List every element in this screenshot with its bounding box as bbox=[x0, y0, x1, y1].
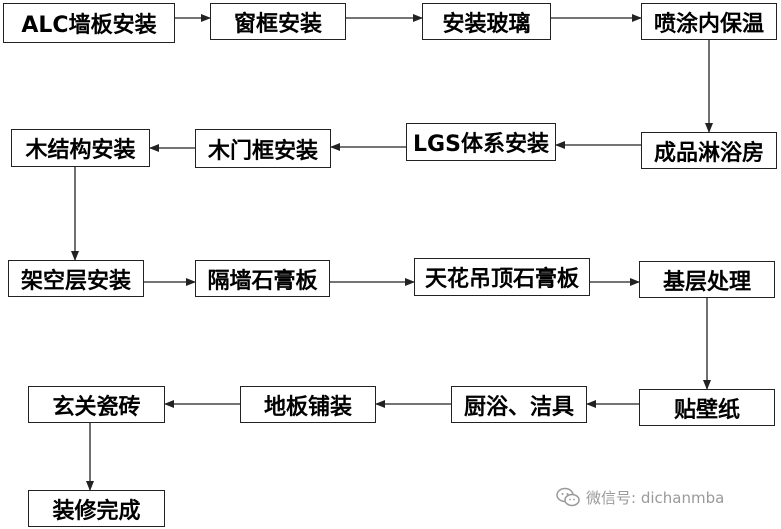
step-label: 地板铺装 bbox=[263, 394, 352, 420]
step-wood-structure-install: 木结构安装 bbox=[11, 129, 150, 167]
step-raised-floor-install: 架空层安装 bbox=[8, 260, 144, 297]
step-kitchen-bath-fixtures: 厨浴、洁具 bbox=[451, 386, 587, 423]
step-label: 架空层安装 bbox=[20, 268, 131, 294]
step-label: 安装玻璃 bbox=[442, 11, 531, 37]
step-entrance-tiles: 玄关瓷砖 bbox=[28, 386, 165, 423]
step-glass-install: 安装玻璃 bbox=[422, 3, 551, 40]
step-partition-gypsum: 隔墙石膏板 bbox=[195, 260, 330, 297]
step-window-frame-install: 窗框安装 bbox=[210, 3, 346, 40]
step-decoration-complete: 装修完成 bbox=[28, 490, 165, 527]
wechat-icon bbox=[556, 487, 580, 507]
step-label: 基层处理 bbox=[662, 269, 751, 295]
step-label: 成品淋浴房 bbox=[653, 140, 764, 166]
step-label: 装修完成 bbox=[52, 498, 141, 524]
step-spray-insulation: 喷涂内保温 bbox=[641, 3, 777, 40]
step-label: 隔墙石膏板 bbox=[207, 268, 318, 294]
step-label: 喷涂内保温 bbox=[653, 11, 764, 37]
step-label: 木门框安装 bbox=[207, 138, 318, 164]
step-label: 贴壁纸 bbox=[673, 397, 740, 423]
step-label: 厨浴、洁具 bbox=[463, 394, 574, 420]
step-base-treatment: 基层处理 bbox=[639, 261, 775, 298]
step-label: 窗框安装 bbox=[233, 11, 322, 37]
step-label: 天花吊顶石膏板 bbox=[424, 267, 579, 292]
step-label: ALC墙板安装 bbox=[21, 13, 157, 38]
step-floor-paving: 地板铺装 bbox=[240, 386, 376, 423]
step-label: 木结构安装 bbox=[25, 138, 136, 163]
watermark: 微信号: dichanmba bbox=[556, 484, 724, 510]
step-lgs-system-install: LGS体系安装 bbox=[406, 123, 556, 161]
step-alc-wall-install: ALC墙板安装 bbox=[3, 3, 175, 43]
step-wallpaper: 贴壁纸 bbox=[639, 389, 775, 426]
step-door-frame-install: 木门框安装 bbox=[195, 129, 331, 168]
step-ceiling-gypsum: 天花吊顶石膏板 bbox=[414, 258, 590, 296]
step-label: LGS体系安装 bbox=[413, 132, 549, 157]
watermark-text: 微信号: dichanmba bbox=[586, 488, 725, 507]
step-shower-room: 成品淋浴房 bbox=[641, 132, 777, 169]
step-label: 玄关瓷砖 bbox=[52, 394, 141, 420]
